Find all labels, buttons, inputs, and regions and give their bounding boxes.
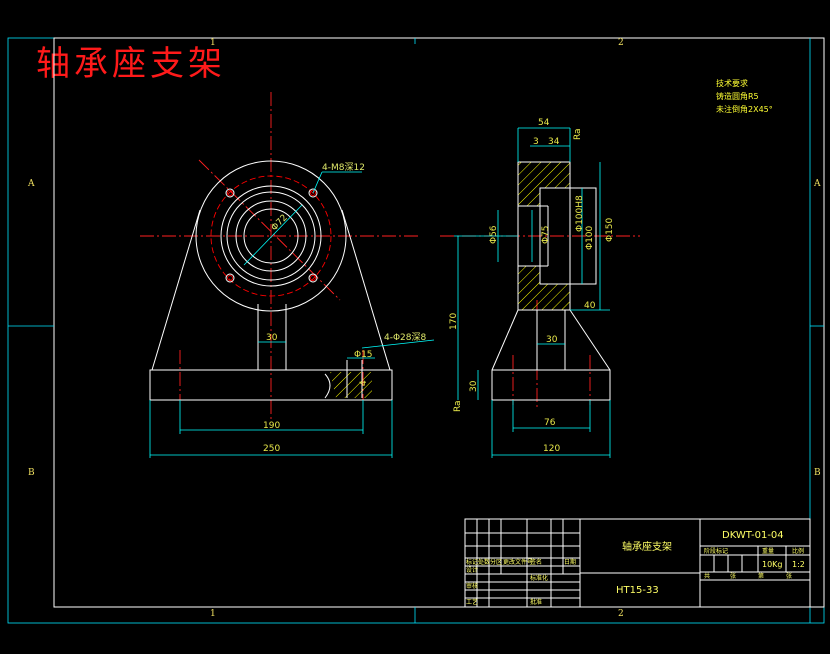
- zone-label-bottom-2: 2: [618, 609, 624, 619]
- dim-side-hole-span: 76: [544, 418, 556, 428]
- tb-label-mark: 标记: [466, 558, 478, 566]
- dim-side-bore-large: Φ100: [585, 225, 595, 250]
- zone-labels: 1 2 1 2 A B A B: [27, 38, 821, 619]
- tb-label-stage: 阶段标记: [704, 547, 728, 555]
- dim-side-height: 170: [449, 313, 459, 330]
- zone-label-left-b: B: [28, 468, 35, 478]
- dim-front-base-width: 250: [263, 444, 280, 454]
- title-block-weight: 10Kg: [762, 560, 783, 569]
- dim-front-bore: Φ72: [270, 213, 290, 233]
- title-block-drawing-no: DKWT-01-04: [722, 530, 784, 541]
- tech-req-line1: 铸造圆角R5: [716, 91, 759, 101]
- zone-label-left-a: A: [27, 179, 35, 189]
- dim-side-top-width: 54: [538, 118, 550, 128]
- tb-label-zone: 分区: [490, 558, 502, 566]
- tb-label-design: 设计: [466, 566, 478, 574]
- dim-side-bore-small: Φ56: [489, 225, 499, 244]
- tb-label-date: 日期: [564, 558, 576, 566]
- tb-label-standard: 标准化: [530, 574, 548, 582]
- dim-side-base-height: 30: [469, 380, 479, 392]
- drawing-frame: [7, 37, 825, 624]
- dim-side-base-depth: 120: [543, 444, 560, 454]
- roughness-top: Ra: [573, 128, 583, 140]
- tb-label-total: 共: [704, 572, 710, 580]
- dim-front-counter-depth: 4: [359, 380, 369, 386]
- dim-front-hole-spacing: 190: [263, 421, 280, 431]
- tb-label-sheet-no: 第: [758, 572, 764, 580]
- title-block: 轴承座支架 HT15-33 DKWT-01-04 10Kg 1:2 标记 处数 …: [464, 518, 811, 608]
- dim-side-outer: Φ150: [605, 217, 615, 242]
- zone-label-top-1: 1: [210, 38, 216, 48]
- roughness-base: Ra: [453, 400, 463, 412]
- tb-label-sign: 签名: [530, 558, 542, 566]
- dim-side-top-inner: 34: [548, 137, 560, 147]
- dim-side-web: 30: [546, 335, 558, 345]
- tb-label-scale: 比例: [792, 547, 804, 555]
- note-base-holes: 4-Φ28深8: [384, 332, 427, 343]
- tb-label-weight: 重量: [762, 547, 774, 555]
- tb-label-sheet: 张: [786, 572, 792, 580]
- title-block-part-name: 轴承座支架: [622, 540, 672, 553]
- side-view: 54 34 3 Ra Φ56 Φ75 Φ100 Φ100H8 Φ150 40 1…: [440, 118, 640, 458]
- tb-label-sheets: 张: [730, 572, 736, 580]
- zone-label-bottom-1: 1: [210, 609, 216, 619]
- drawing-title: 轴承座支架: [36, 44, 226, 84]
- tb-label-approve: 批准: [530, 598, 542, 606]
- dim-side-flange: 40: [584, 301, 596, 311]
- tech-req-heading: 技术要求: [716, 78, 748, 88]
- title-block-scale: 1:2: [792, 560, 805, 569]
- dim-side-bore-mid: Φ75: [541, 225, 551, 244]
- zone-label-top-2: 2: [618, 38, 624, 48]
- title-block-material: HT15-33: [616, 585, 659, 596]
- dim-side-bore-h8: Φ100H8: [575, 195, 585, 232]
- zone-label-right-b: B: [814, 468, 821, 478]
- technical-requirements: 技术要求 铸造圆角R5 未注倒角2X45°: [716, 78, 773, 114]
- front-view: 30 190 250 4-M8深12 Φ72 4-Φ28深8 Φ15 4: [140, 92, 435, 458]
- tb-label-count: 处数: [478, 558, 490, 566]
- zone-label-right-a: A: [813, 179, 821, 189]
- tech-req-line2: 未注倒角2X45°: [716, 104, 773, 114]
- bolt-holes: [225, 188, 318, 283]
- dim-front-rib: 30: [266, 333, 278, 343]
- note-bolt-holes: 4-M8深12: [322, 162, 365, 173]
- tb-label-process: 工艺: [466, 598, 478, 606]
- dim-side-left-small: 3: [533, 137, 539, 147]
- tb-label-review: 审核: [466, 582, 478, 590]
- tb-label-change-doc: 更改文件号: [503, 558, 533, 566]
- dim-front-counterbore: Φ15: [354, 350, 373, 360]
